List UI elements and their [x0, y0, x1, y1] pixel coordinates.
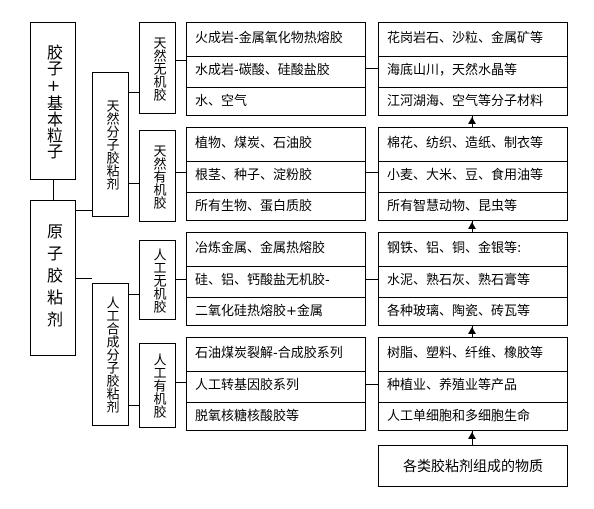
- list-item: 脱氧核糖核酸胶等: [187, 402, 365, 431]
- list-item: 植物、煤炭、石油胶: [195, 136, 313, 151]
- connector-natural-inorganic: [129, 92, 139, 93]
- list-item: 人工转基因胶系列: [187, 371, 365, 400]
- list-item: 种植业、养殖业等产品: [379, 371, 567, 400]
- natural-organic-label: 天然有机胶: [150, 143, 166, 209]
- artificial-inorganic-items: 冶炼金属、金属热熔胶 硅、铝、钙酸盐无机胶- 二氧化硅热熔胶+金属: [186, 232, 366, 326]
- natural-organic-box: 天然有机胶: [139, 130, 176, 222]
- list-item: 人工单细胞和多细胞生命: [379, 402, 567, 431]
- summary-box: 各类胶粘剂组成的物质: [378, 445, 568, 487]
- arrow-up-icon: [468, 327, 476, 334]
- connector-no-results: [366, 172, 378, 173]
- connector-ai-items: [176, 279, 186, 280]
- list-item: 钢铁、铝、铜、金银等:: [387, 241, 522, 256]
- natural-inorganic-label: 天然无机胶: [150, 35, 166, 101]
- natural-inorganic-items: 火成岩-金属氧化物热熔胶 水成岩-碳酸、硅酸盐胶 水、空气: [186, 22, 366, 116]
- list-item: 花岗岩石、沙粒、金属矿等: [387, 31, 544, 46]
- natural-organic-items: 植物、煤炭、石油胶 根茎、种子、淀粉胶 所有生物、蛋白质胶: [186, 127, 366, 221]
- list-item: 小麦、大米、豆、食用油等: [379, 161, 567, 190]
- list-item: 所有生物、蛋白质胶: [187, 192, 365, 221]
- connector-root-glue: [53, 180, 54, 200]
- artificial-organic-box: 人工有机胶: [139, 343, 176, 428]
- list-item: 根茎、种子、淀粉胶: [187, 161, 365, 190]
- connector-artificial-inorganic: [129, 294, 139, 295]
- artificial-inorganic-results: 钢铁、铝、铜、金银等: 水泥、熟石灰、熟石膏等 各种玻璃、陶瓷、砖瓦等: [378, 232, 568, 326]
- list-item: 冶炼金属、金属热熔胶: [195, 241, 326, 256]
- connector-ai-results: [366, 279, 378, 280]
- artificial-organic-results: 树脂、塑料、纤维、橡胶等 种植业、养殖业等产品 人工单细胞和多细胞生命: [378, 337, 568, 431]
- summary-label: 各类胶粘剂组成的物质: [403, 459, 543, 475]
- glue-box: 原子胶粘剂: [30, 200, 76, 356]
- list-item: 硅、铝、钙酸盐无机胶-: [187, 266, 365, 295]
- list-item: 棉花、纺织、造纸、制衣等: [387, 136, 544, 151]
- glue-label: 原子胶粘剂: [44, 223, 63, 333]
- natural-inorganic-box: 天然无机胶: [139, 22, 176, 114]
- artificial-inorganic-label: 人工无机胶: [150, 247, 166, 313]
- connector-glue-natural: [76, 210, 92, 211]
- connector-natural-organic: [129, 183, 139, 184]
- list-item: 水、空气: [187, 87, 365, 116]
- connector-glue-artificial: [76, 278, 92, 279]
- artificial-organic-label: 人工有机胶: [150, 353, 166, 418]
- artificial-organic-items: 石油煤炭裂解-合成胶系列 人工转基因胶系列 脱氧核糖核酸胶等: [186, 337, 366, 431]
- arrow-up-icon: [468, 222, 476, 229]
- arrow-up-icon: [468, 117, 476, 124]
- list-item: 二氧化硅热熔胶+金属: [187, 297, 365, 326]
- list-item: 火成岩-金属氧化物热熔胶: [195, 31, 343, 46]
- natural-inorganic-results: 花岗岩石、沙粒、金属矿等 海底山川，天然水晶等 江河湖海、空气等分子材料: [378, 22, 568, 116]
- list-item: 江河湖海、空气等分子材料: [379, 87, 567, 116]
- list-item: 所有智慧动物、昆虫等: [379, 192, 567, 221]
- artificial-inorganic-box: 人工无机胶: [139, 240, 176, 320]
- natural-box: 天然分子胶粘剂: [92, 72, 129, 217]
- connector-ni-results: [366, 68, 378, 69]
- connector-ao-results: [366, 384, 378, 385]
- list-item: 水成岩-碳酸、硅酸盐胶: [187, 56, 365, 85]
- connector-ni-items: [176, 60, 186, 61]
- arrow-up-icon: [468, 432, 476, 439]
- connector-artificial-organic: [129, 405, 139, 406]
- artificial-box: 人工合成分子胶粘剂: [92, 283, 129, 426]
- list-item: 树脂、塑料、纤维、橡胶等: [387, 346, 544, 361]
- connector-no-items: [176, 172, 186, 173]
- list-item: 石油煤炭裂解-合成胶系列: [195, 346, 343, 361]
- artificial-label: 人工合成分子胶粘剂: [103, 296, 119, 413]
- natural-organic-results: 棉花、纺织、造纸、制衣等 小麦、大米、豆、食用油等 所有智慧动物、昆虫等: [378, 127, 568, 221]
- root-label: 胶子+基本粒子: [44, 43, 63, 159]
- natural-label: 天然分子胶粘剂: [103, 99, 119, 190]
- list-item: 海底山川，天然水晶等: [379, 56, 567, 85]
- list-item: 水泥、熟石灰、熟石膏等: [379, 266, 567, 295]
- connector-ao-items: [176, 382, 186, 383]
- root-box: 胶子+基本粒子: [30, 22, 76, 180]
- list-item: 各种玻璃、陶瓷、砖瓦等: [379, 297, 567, 326]
